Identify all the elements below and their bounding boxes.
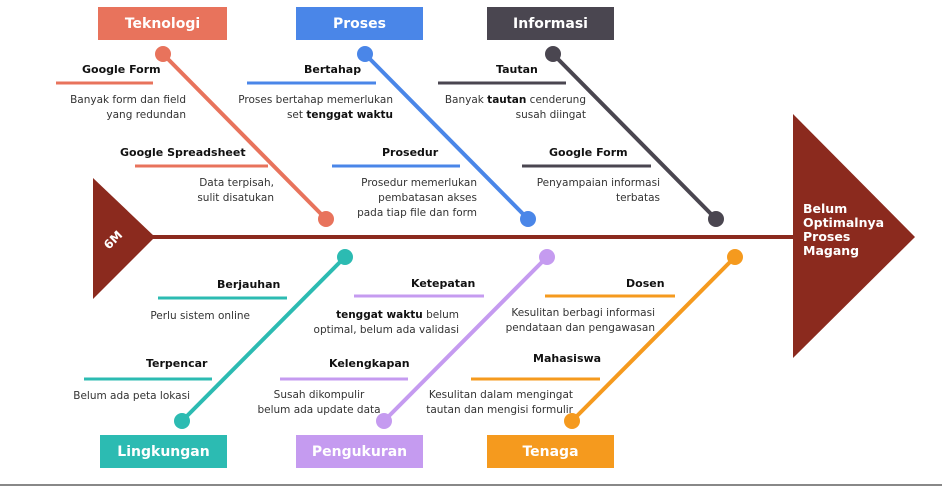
cause-desc-bold: tautan (487, 94, 527, 106)
cause-title-dosen: Dosen (626, 277, 665, 290)
cause-desc-line: susah diingat (515, 109, 586, 121)
category-proses: Proses (296, 7, 423, 40)
cause-desc-kelengkapan: Susah dikompulir belum ada update data (254, 388, 384, 418)
cause-desc-dosen: Kesulitan berbagi informasi pendataan da… (506, 306, 655, 336)
tail-shape (93, 178, 155, 299)
bone-proses (363, 52, 530, 221)
cause-desc-berjauhan: Perlu sistem online (150, 309, 250, 324)
cause-desc-line: pendataan dan pengawasan (505, 322, 655, 334)
cause-desc-line: Banyak tautan cenderung (445, 93, 586, 108)
bone-tenaga-end (564, 413, 580, 429)
cause-title-tautan: Tautan (496, 63, 538, 76)
cause-desc-line: sulit disatukan (197, 192, 274, 204)
cause-title-berjauhan: Berjauhan (217, 278, 281, 291)
cause-title-kelengkapan: Kelengkapan (329, 357, 410, 370)
effect-line-1: Belum (803, 201, 848, 216)
effect-label: Belum Optimalnya Proses Magang (803, 202, 884, 258)
cause-desc-google-form-1: Banyak form dan field yang redundan (70, 93, 186, 123)
cause-desc-bold: tenggat waktu (336, 309, 423, 321)
bone-informasi-start (545, 46, 561, 62)
effect-line-2: Optimalnya (803, 215, 885, 230)
cause-desc-bertahap: Proses bertahap memerlukan set tenggat w… (238, 93, 393, 123)
bone-pengukuran-end (376, 413, 392, 429)
bone-proses-end (520, 211, 536, 227)
cause-title-google-form-2: Google Form (549, 146, 628, 159)
cause-desc-text: belum (422, 309, 459, 321)
bone-lingkungan (180, 255, 347, 423)
cause-desc-line: tautan dan mengisi formulir (426, 404, 573, 416)
category-tenaga: Tenaga (487, 435, 614, 468)
cause-title-mahasiswa: Mahasiswa (533, 352, 602, 365)
cause-desc-text: set (286, 109, 307, 121)
cause-desc-line: terbatas (615, 192, 660, 204)
cause-desc-line: pada tiap file dan form (357, 207, 477, 219)
category-informasi: Informasi (487, 7, 614, 40)
cause-title-google-spreadsheet: Google Spreadsheet (120, 146, 246, 159)
cause-desc-mahasiswa: Kesulitan dalam mengingat tautan dan men… (426, 388, 573, 418)
cause-desc-line: belum ada update data (257, 404, 381, 416)
bone-informasi (551, 52, 718, 221)
cause-desc-text: cenderung (526, 94, 586, 106)
cause-desc-line: Data terpisah, (199, 177, 274, 189)
bone-proses-start (357, 46, 373, 62)
cause-desc-prosedur: Prosedur memerlukan pembatasan akses pad… (357, 176, 477, 221)
bone-lingkungan-end (174, 413, 190, 429)
cause-title-prosedur: Prosedur (382, 146, 439, 159)
cause-desc-line: Proses bertahap memerlukan (238, 94, 393, 106)
cause-desc-line: set tenggat waktu (238, 108, 393, 123)
head-shape (793, 114, 915, 358)
cause-desc-ketepatan: tenggat waktu belum optimal, belum ada v… (314, 308, 459, 338)
cause-desc-line: Kesulitan berbagi informasi (511, 307, 655, 319)
cause-desc-line: optimal, belum ada validasi (313, 324, 459, 336)
cause-title-terpencar: Terpencar (146, 357, 208, 370)
bone-tenaga-start (727, 249, 743, 265)
category-lingkungan: Lingkungan (100, 435, 227, 468)
cause-desc-line: tenggat waktu belum (314, 308, 459, 323)
cause-title-bertahap: Bertahap (304, 63, 362, 76)
bone-teknologi-end (318, 211, 334, 227)
bone-pengukuran (382, 255, 549, 423)
cause-desc-line: Susah dikompulir (273, 389, 365, 401)
cause-desc-terpencar: Belum ada peta lokasi (73, 389, 190, 404)
cause-desc-line: Banyak form dan field (70, 94, 186, 106)
cause-desc-google-spreadsheet: Data terpisah, sulit disatukan (197, 176, 274, 206)
cause-title-ketepatan: Ketepatan (411, 277, 476, 290)
cause-desc-line: Prosedur memerlukan (361, 177, 477, 189)
bone-informasi-end (708, 211, 724, 227)
cause-desc-line: pembatasan akses (378, 192, 477, 204)
cause-desc-line: Perlu sistem online (150, 310, 250, 322)
bone-pengukuran-start (539, 249, 555, 265)
category-pengukuran: Pengukuran (296, 435, 423, 468)
cause-desc-line: yang redundan (106, 109, 186, 121)
cause-desc-bold: tenggat waktu (306, 109, 393, 121)
bone-teknologi-start (155, 46, 171, 62)
bottom-divider (0, 484, 942, 486)
cause-desc-google-form-2: Penyampaian informasi terbatas (537, 176, 660, 206)
bone-lingkungan-start (337, 249, 353, 265)
effect-line-4: Magang (803, 243, 860, 258)
cause-desc-line: Penyampaian informasi (536, 177, 660, 189)
cause-desc-text: Banyak (444, 94, 488, 106)
effect-line-3: Proses (803, 229, 851, 244)
bone-teknologi (161, 52, 328, 221)
cause-desc-tautan: Banyak tautan cenderung susah diingat (445, 93, 586, 123)
cause-desc-line: Belum ada peta lokasi (73, 390, 190, 402)
cause-desc-line: Kesulitan dalam mengingat (428, 389, 573, 401)
category-teknologi: Teknologi (98, 7, 227, 40)
cause-title-google-form-1: Google Form (82, 63, 161, 76)
bone-tenaga (570, 255, 737, 423)
